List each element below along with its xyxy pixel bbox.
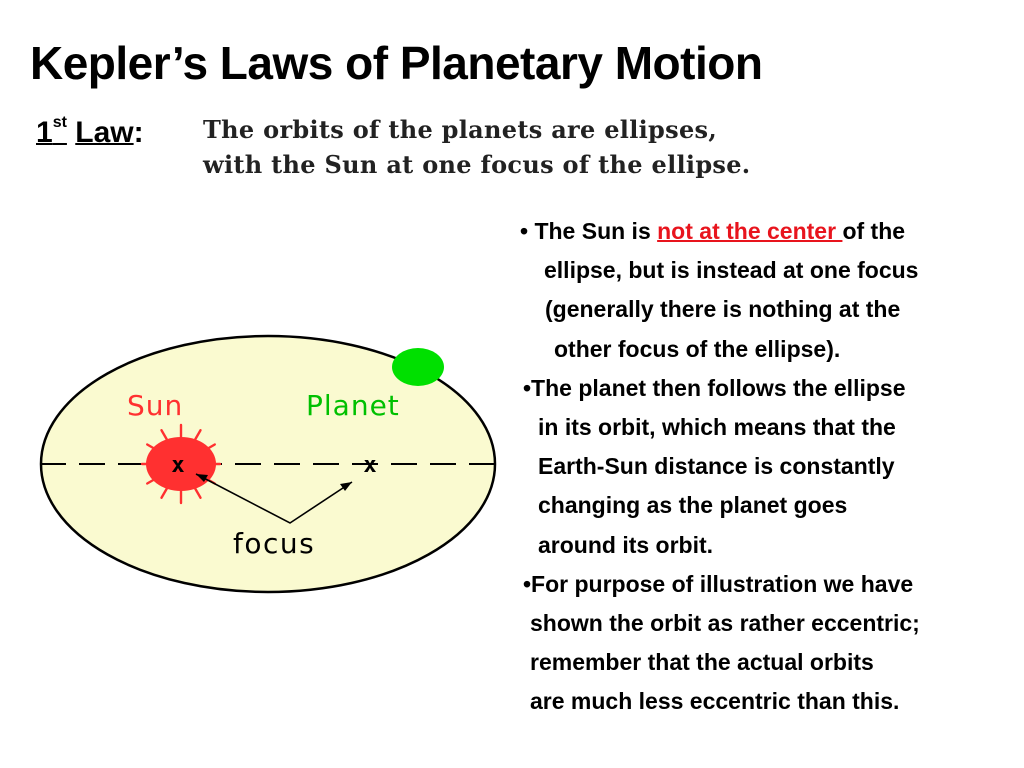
bullet-2-line-3: Earth-Sun distance is constantly	[538, 453, 895, 480]
bullet-3-line-4: are much less eccentric than this.	[530, 688, 900, 715]
arrowhead-left	[196, 474, 208, 482]
bullet-2-line-4: changing as the planet goes	[538, 492, 848, 519]
sun-icon	[140, 423, 222, 505]
bullet-notes: • The Sun is not at the center of the el…	[520, 212, 1020, 722]
highlight-not-at-center: not at the center	[657, 218, 843, 244]
bullet-1-line-2: ellipse, but is instead at one focus	[544, 257, 919, 284]
bullet-3-line-3: remember that the actual orbits	[530, 649, 874, 676]
arrowhead-right	[340, 482, 352, 491]
bullet-2-line-1: •The planet then follows the ellipse	[523, 374, 906, 401]
orbit-diagram: x x Sun Planet focus	[39, 334, 502, 594]
law-colon: :	[133, 116, 144, 149]
law-statement: The orbits of the planets are ellipses, …	[203, 112, 750, 182]
focus-label: focus	[233, 527, 315, 560]
law-label: 1st Law:	[36, 114, 144, 150]
law-number: 1st	[36, 114, 67, 149]
bullet-1-line-3: (generally there is nothing at the	[545, 296, 901, 323]
law-ordinal-suffix: st	[52, 114, 67, 131]
sun-label: Sun	[127, 389, 183, 422]
slide-title: Kepler’s Laws of Planetary Motion	[30, 37, 763, 89]
planet-label: Planet	[306, 389, 400, 422]
bullet-1-line-4: other focus of the ellipse).	[554, 335, 841, 362]
bullet-3-line-1: •For purpose of illustration we have	[523, 570, 914, 597]
focus-pointer-arrows	[195, 473, 353, 524]
bullet-3-line-2: shown the orbit as rather eccentric;	[530, 610, 920, 637]
law-statement-line: The orbits of the planets are ellipses,	[203, 115, 717, 144]
law-statement-line: with the Sun at one focus of the ellipse…	[203, 150, 751, 179]
empty-focus-marker: x	[363, 453, 376, 478]
bullet-1-line-1: • The Sun is not at the center of the	[520, 218, 906, 244]
sun-focus-marker: x	[171, 453, 184, 478]
bullet-2-line-2: in its orbit, which means that the	[538, 414, 896, 441]
planet-icon	[392, 348, 444, 386]
law-word: Law	[75, 116, 134, 149]
bullet-2-line-5: around its orbit.	[538, 531, 714, 558]
